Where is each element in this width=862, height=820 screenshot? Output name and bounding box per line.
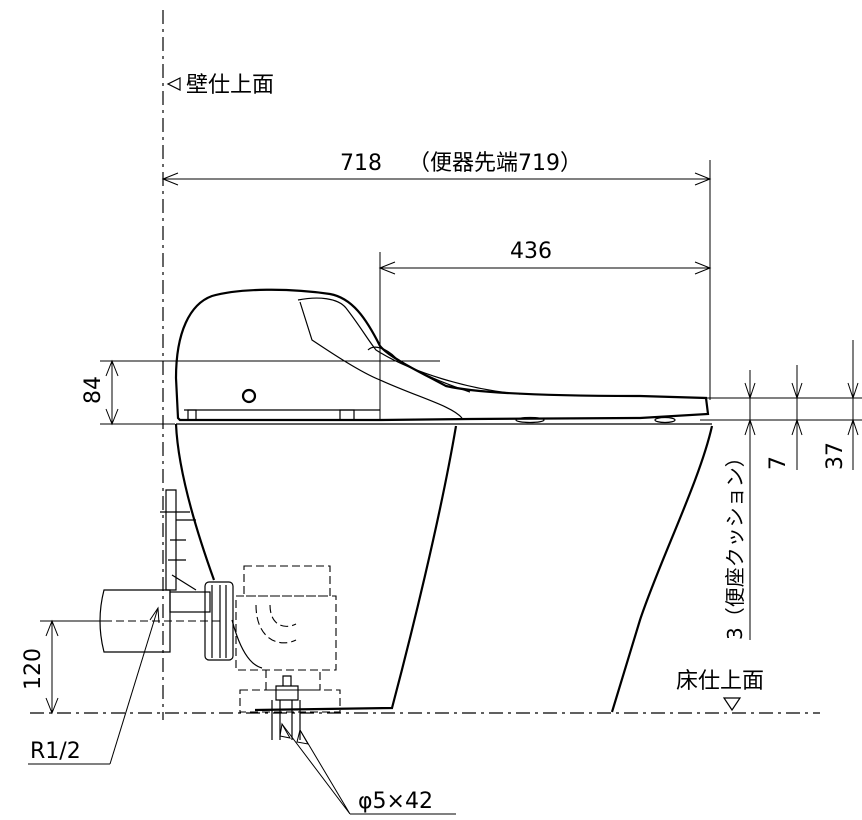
dim-7-value: 7	[766, 456, 791, 470]
lid-rear-tab	[187, 409, 197, 421]
inner-tube	[231, 619, 263, 669]
flange-ribs	[211, 585, 227, 658]
bowl-outline	[174, 423, 714, 713]
dim-120-value: 120	[21, 648, 46, 690]
wall-marker-triangle-icon	[166, 77, 181, 91]
anchor-bolts	[271, 700, 301, 740]
dim-84-value: 84	[81, 376, 106, 404]
dim-436-value: 436	[510, 239, 552, 264]
valve-flange	[204, 581, 234, 661]
dim-3-arrows	[744, 382, 756, 436]
r12-label: R1/2	[30, 739, 81, 764]
stop-valve	[169, 591, 211, 613]
supply-pipe	[99, 589, 171, 653]
dim-120-arrows	[45, 619, 59, 715]
drain-body-hidden	[235, 595, 337, 671]
floor-flange-hidden	[239, 689, 341, 713]
dim-718-note: （便器先端719）	[408, 151, 582, 176]
seat-handle-line	[367, 346, 471, 393]
lid-seam-line	[297, 297, 521, 395]
lid-inner-curve	[299, 301, 463, 419]
drain-neck-hidden	[265, 670, 321, 691]
bolt-fitting	[275, 675, 299, 701]
dim-37-value: 37	[823, 442, 848, 470]
cushion-note: 3（便座クッション）	[723, 447, 747, 640]
toilet-lid-outline	[174, 288, 710, 422]
wall-bracket	[160, 489, 197, 591]
wall-finish-label: 壁仕上面	[186, 73, 274, 98]
lid-hinge	[339, 409, 355, 421]
floor-finish-label: 床仕上面	[676, 669, 764, 694]
drain-trap-hidden	[255, 604, 297, 644]
dim-718-value: 718	[340, 151, 382, 176]
seat-bumper-front	[515, 416, 545, 424]
bolt-size-label: φ5×42	[358, 789, 433, 814]
drain-top-hidden	[243, 565, 331, 597]
r12-arrow-icon	[149, 606, 160, 624]
floor-marker-triangle-icon	[722, 697, 742, 712]
seat-bumper-rear	[654, 416, 676, 424]
dim-37-arrows	[847, 382, 859, 436]
bolt-arrow-icons	[279, 722, 309, 745]
dim-84-arrows	[105, 359, 119, 426]
dim-7-arrows	[791, 382, 803, 436]
r12-leader	[109, 607, 159, 765]
lid-button-icon	[241, 388, 257, 404]
